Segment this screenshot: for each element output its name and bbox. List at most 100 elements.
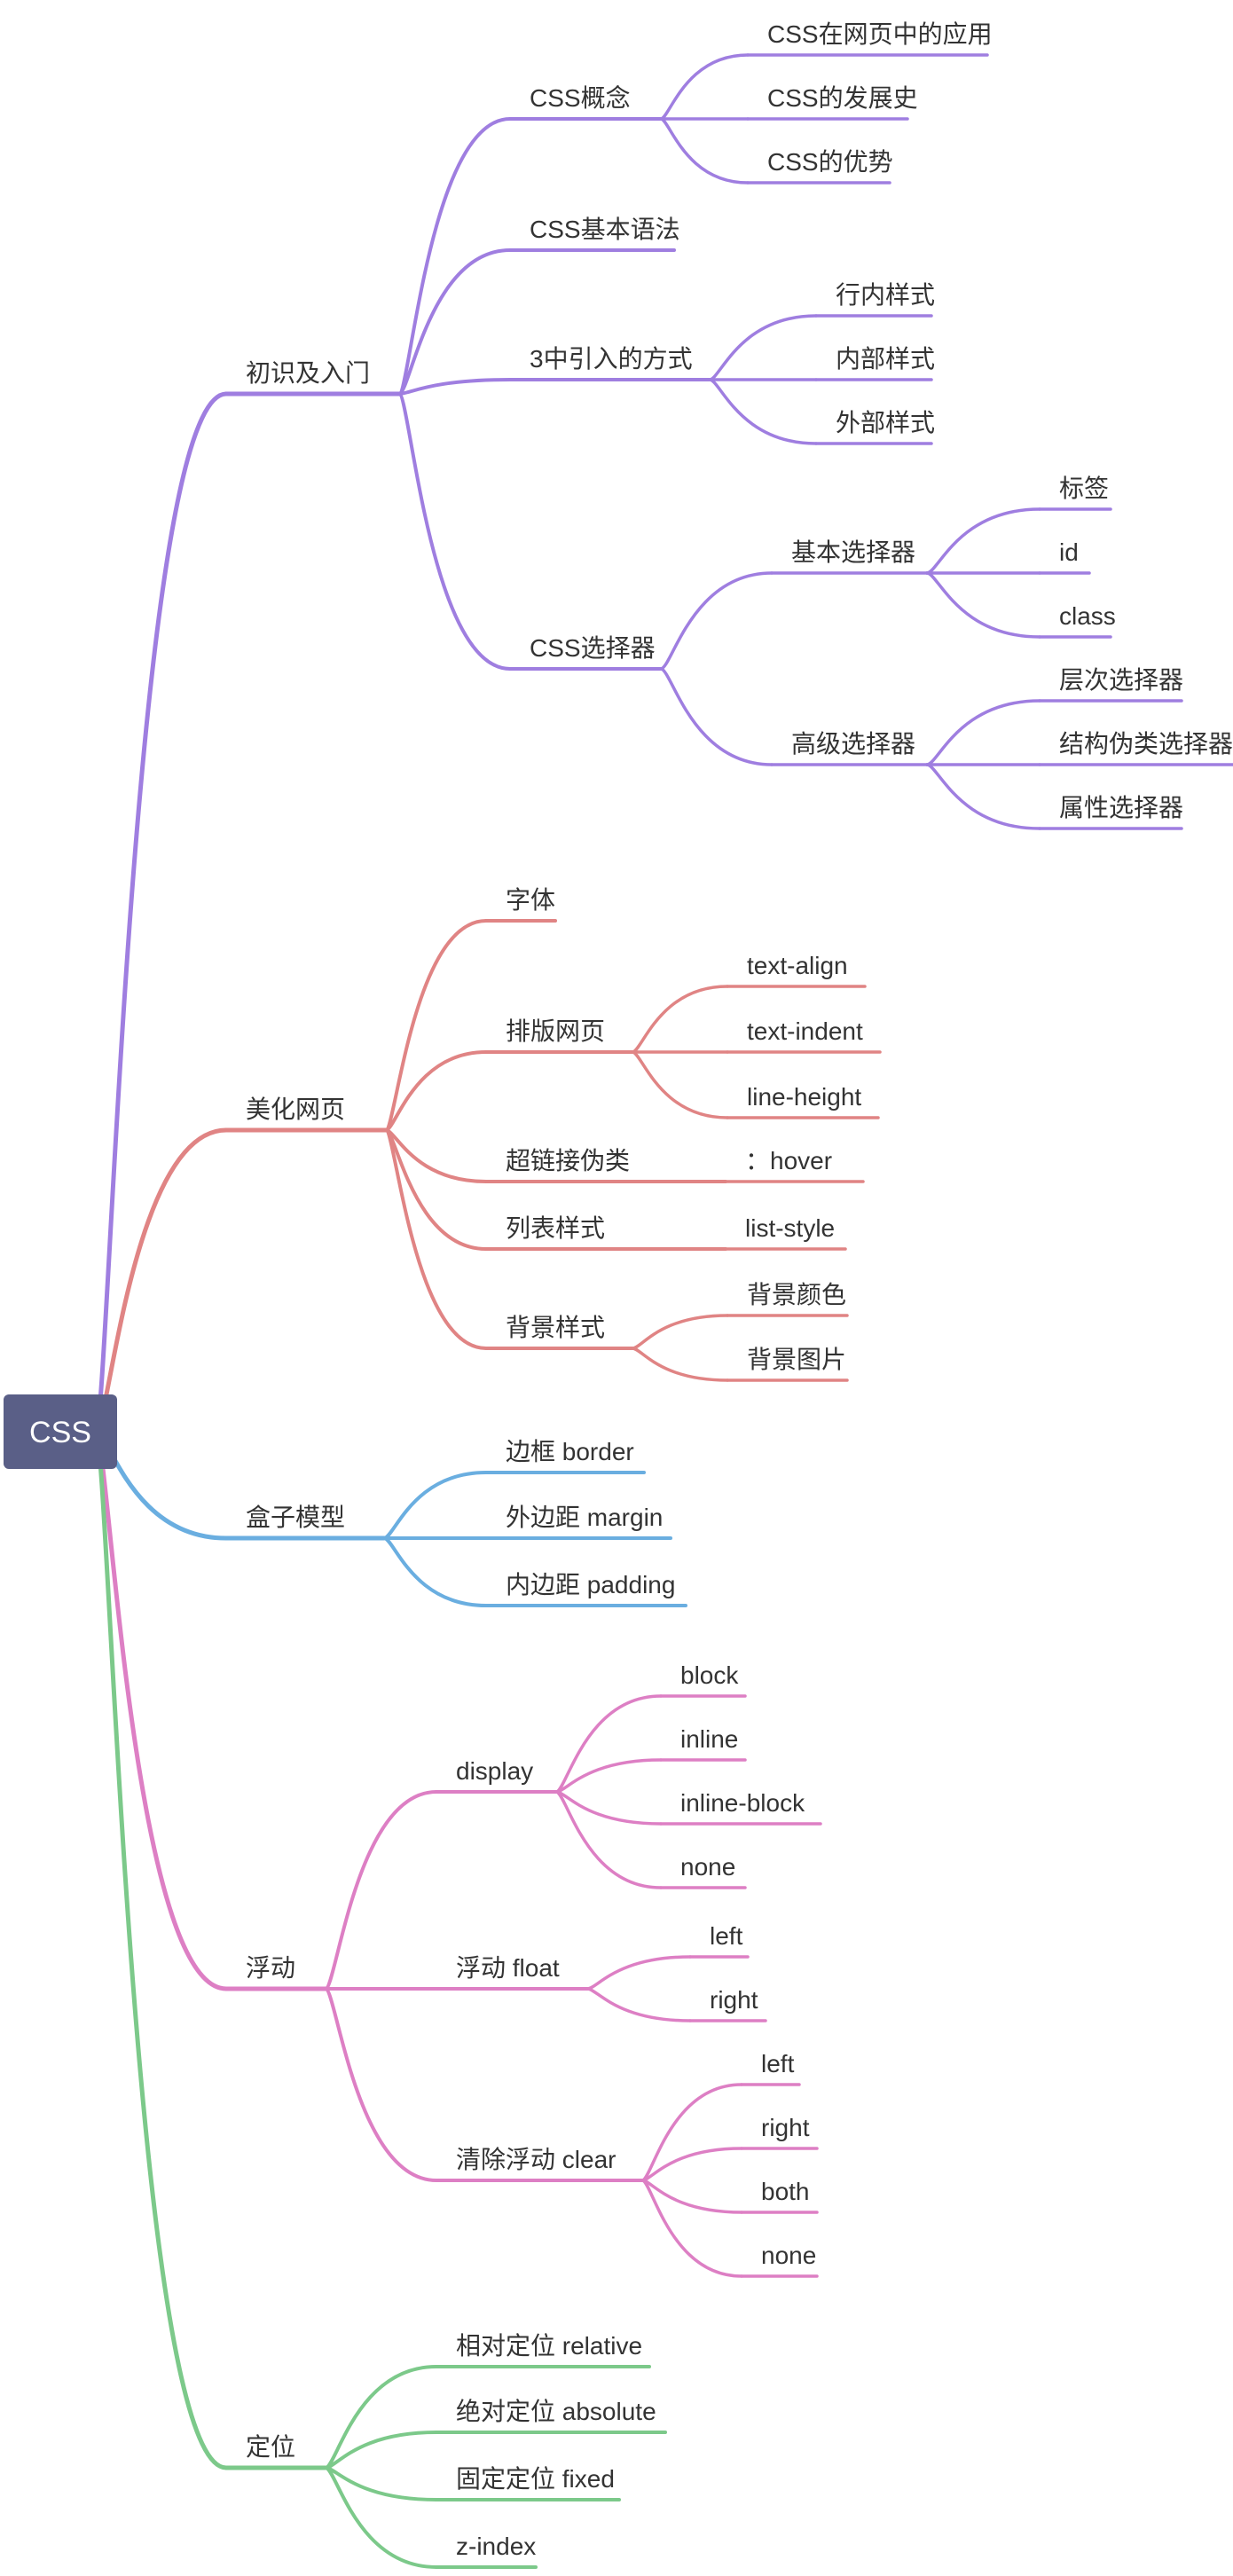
connector-b1c4g1 xyxy=(659,571,774,671)
node-b1c4g2[interactable]: 高级选择器 xyxy=(791,730,915,758)
node-b1c1g2[interactable]: CSS的发展史 xyxy=(767,84,918,112)
node-b3c1[interactable]: 边框 border xyxy=(506,1438,634,1465)
node-b1c4[interactable]: CSS选择器 xyxy=(530,634,656,662)
connector-b4c3g2 xyxy=(640,2147,743,2182)
node-b5[interactable]: 定位 xyxy=(246,2433,295,2461)
node-b1c4g1[interactable]: 基本选择器 xyxy=(791,538,915,566)
node-b2c3[interactable]: 超链接伪类 xyxy=(506,1147,630,1174)
node-b1[interactable]: 初识及入门 xyxy=(246,359,370,387)
connector-b5c4 xyxy=(324,2466,438,2569)
node-b2c2g1[interactable]: text-align xyxy=(747,952,848,979)
node-b4c1g1[interactable]: block xyxy=(680,1661,739,1689)
node-b4c2g1[interactable]: left xyxy=(710,1922,743,1950)
connector-b4c1 xyxy=(324,1790,438,1991)
node-b1c3g1[interactable]: 行内样式 xyxy=(836,281,935,309)
node-b5c4[interactable]: z-index xyxy=(456,2533,536,2560)
node-b4c3g1[interactable]: left xyxy=(761,2050,795,2077)
node-b2c4[interactable]: 列表样式 xyxy=(506,1214,605,1242)
root-node-box xyxy=(4,1394,117,1469)
connector-b1c4g2a xyxy=(925,699,1041,766)
connector-b1c3 xyxy=(397,378,512,396)
node-b2c5g1[interactable]: 背景颜色 xyxy=(747,1281,846,1308)
connector-b4c3g1 xyxy=(640,2083,743,2182)
node-b3c3[interactable]: 内边距 padding xyxy=(506,1571,675,1598)
connector-b1c3g3 xyxy=(708,378,818,445)
connector-b1c1 xyxy=(397,117,512,396)
connector-b4c2g2 xyxy=(585,1987,692,2022)
node-b1c4g2b[interactable]: 结构伪类选择器 xyxy=(1059,730,1233,758)
node-b4[interactable]: 浮动 xyxy=(246,1954,295,1982)
connector-b4c1g1 xyxy=(554,1694,663,1794)
connector-b1c1g3 xyxy=(659,117,750,185)
node-b4c2g2[interactable]: right xyxy=(710,1986,758,2014)
label-layer: 初识及入门 CSS概念 CSS在网页中的应用 CSS的发展史 CSS的优势 CSS基本语法… xyxy=(246,20,1233,2560)
connector-b1c4g1a xyxy=(925,507,1041,575)
node-b1c3g3[interactable]: 外部样式 xyxy=(836,409,935,436)
connector-b2c5g2 xyxy=(631,1347,729,1382)
node-b5c1[interactable]: 相对定位 relative xyxy=(456,2332,642,2360)
connector-b3c3 xyxy=(382,1536,488,1607)
connector-b3c1 xyxy=(382,1471,488,1540)
connector-b4c1g2 xyxy=(554,1758,663,1794)
connector-b2c5g1 xyxy=(631,1314,729,1350)
node-b1c4g2c[interactable]: 属性选择器 xyxy=(1059,794,1183,821)
node-b1c4g1b[interactable]: id xyxy=(1059,538,1079,566)
node-b1c1g3[interactable]: CSS的优势 xyxy=(767,148,893,176)
connector-b2c2g1 xyxy=(631,985,729,1054)
node-b1c4g2a[interactable]: 层次选择器 xyxy=(1059,666,1183,694)
connector-b2c2g3 xyxy=(631,1050,729,1119)
node-b1c4g1a[interactable]: 标签 xyxy=(1059,475,1109,502)
connector-b1 xyxy=(93,391,229,1434)
node-b3c2[interactable]: 外边距 margin xyxy=(506,1504,663,1531)
node-b4c3g2[interactable]: right xyxy=(761,2114,810,2141)
node-b2c5g2[interactable]: 背景图片 xyxy=(747,1346,846,1373)
node-b4c1g2[interactable]: inline xyxy=(680,1725,738,1753)
node-b4c3[interactable]: 清除浮动 clear xyxy=(456,2146,616,2173)
node-b2c5[interactable]: 背景样式 xyxy=(506,1314,605,1341)
connector-b1c4g2 xyxy=(659,667,774,766)
connector-b1c4 xyxy=(397,392,512,671)
connector-b2c3 xyxy=(384,1128,488,1183)
connector-b2c5 xyxy=(384,1128,488,1350)
connector-b1c4g1c xyxy=(925,571,1041,639)
node-b4c1g4[interactable]: none xyxy=(680,1853,735,1881)
node-b2c3g1[interactable]: ：hover xyxy=(745,1147,832,1174)
connector-b4c1g4 xyxy=(554,1790,663,1889)
connector-b1c4g2c xyxy=(925,763,1041,830)
node-b2c4g1[interactable]: list-style xyxy=(745,1214,835,1242)
node-b2[interactable]: 美化网页 xyxy=(246,1096,345,1123)
node-b1c2[interactable]: CSS基本语法 xyxy=(530,216,680,243)
connector-b4c3 xyxy=(324,1987,438,2182)
root-node[interactable]: CSS xyxy=(4,1394,117,1469)
node-b2c1[interactable]: 字体 xyxy=(506,886,555,914)
node-b1c1[interactable]: CSS概念 xyxy=(530,84,631,112)
connector-b2c2 xyxy=(384,1050,488,1132)
node-b4c2[interactable]: 浮动 float xyxy=(456,1954,560,1982)
connector-b5c2 xyxy=(324,2431,438,2470)
node-b1c3[interactable]: 3中引入的方式 xyxy=(530,345,693,373)
connector-b4c3g4 xyxy=(640,2179,743,2278)
node-b4c1[interactable]: display xyxy=(456,1757,533,1785)
node-b2c2[interactable]: 排版网页 xyxy=(506,1017,605,1045)
node-b1c1g1[interactable]: CSS在网页中的应用 xyxy=(767,20,993,48)
connector-b2c1 xyxy=(384,919,488,1132)
node-b4c3g4[interactable]: none xyxy=(761,2242,816,2269)
root-node-label: CSS xyxy=(29,1416,91,1449)
node-b1c3g2[interactable]: 内部样式 xyxy=(836,345,935,373)
node-b5c3[interactable]: 固定定位 fixed xyxy=(456,2465,615,2493)
node-b1c4g1c[interactable]: class xyxy=(1059,602,1116,630)
connector-b1c1g1 xyxy=(659,53,750,121)
connector-b5 xyxy=(93,1429,229,2470)
node-b4c1g3[interactable]: inline-block xyxy=(680,1789,805,1817)
node-b2c2g3[interactable]: line-height xyxy=(747,1083,861,1111)
node-b4c3g3[interactable]: both xyxy=(761,2178,810,2205)
connector-b1c2 xyxy=(397,248,512,396)
node-b3[interactable]: 盒子模型 xyxy=(246,1504,345,1531)
connector-b1c3g1 xyxy=(708,314,818,381)
connector-b4c2g1 xyxy=(585,1955,692,1991)
node-b5c2[interactable]: 绝对定位 absolute xyxy=(456,2398,656,2425)
connector-layer xyxy=(93,53,1233,2569)
connector-b5c1 xyxy=(324,2365,438,2470)
node-b2c2g2[interactable]: text-indent xyxy=(747,1017,863,1045)
